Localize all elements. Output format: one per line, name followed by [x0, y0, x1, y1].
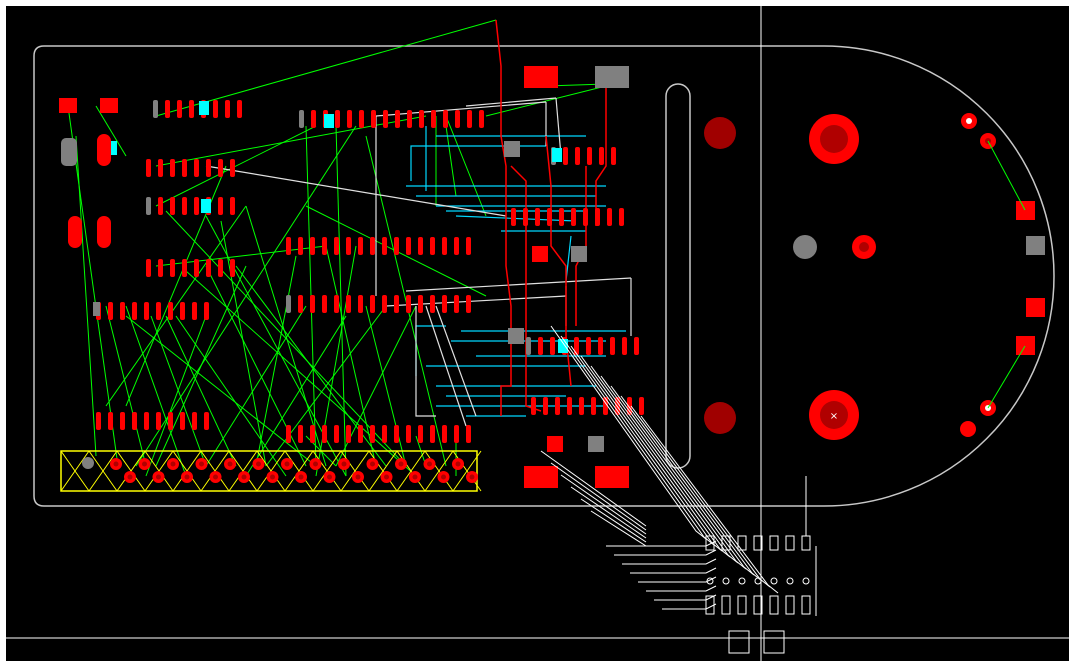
crosshair-icon: [6, 6, 1069, 661]
silk-trace-layer: [205, 97, 632, 427]
ic-pad-rows: [96, 100, 644, 443]
ratsnest-layer: [67, 19, 607, 477]
pcb-layout-canvas[interactable]: ×: [6, 6, 1069, 661]
arc-pads: [960, 113, 1045, 437]
fanout-traces: [540, 325, 817, 654]
discrete-pads: [59, 66, 629, 488]
mounting-hole-icon: ×: [704, 114, 876, 440]
connector-outline-icon: [60, 450, 482, 492]
svg-text:×: ×: [830, 411, 838, 422]
board-outline: [33, 45, 1055, 507]
